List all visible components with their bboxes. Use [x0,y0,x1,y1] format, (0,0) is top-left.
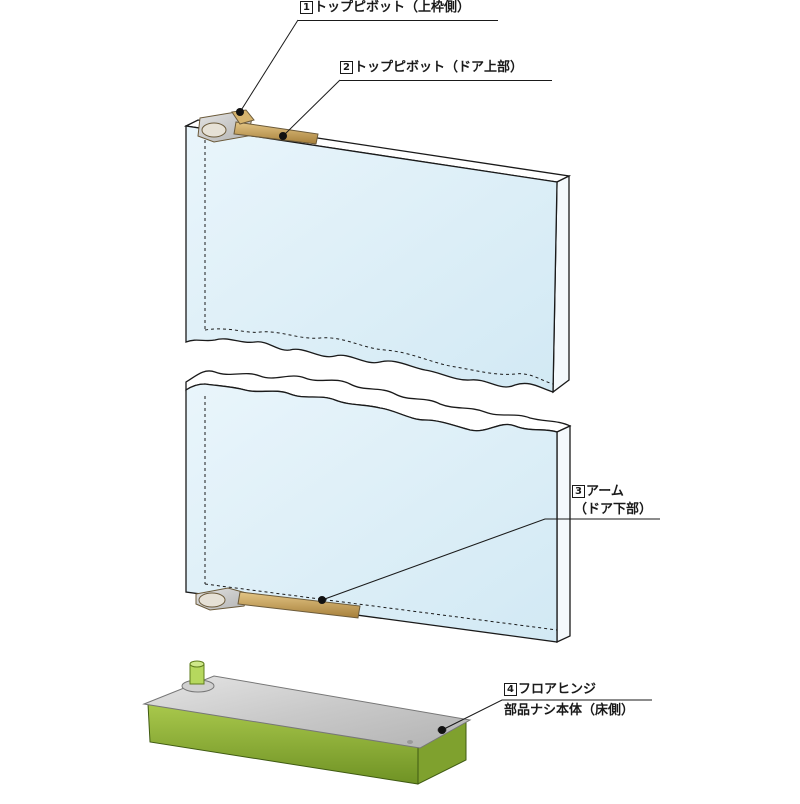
upper-glass-panel [183,119,572,394]
label-number-2: 2 [340,61,353,74]
label-arm-sub: （ドア下部） [574,502,653,517]
top-pivot-hardware [197,109,319,145]
callout-dot-1 [236,108,244,116]
upper-panel-front [185,125,558,393]
callout-dot-2 [279,132,287,140]
callout-dot-4 [438,726,446,734]
callout-line-2 [282,79,341,137]
label-underline-1 [298,20,498,21]
label-number-4: 4 [504,683,517,696]
label-text-3: アーム [586,484,624,499]
top-pivot-door-arm [233,121,319,145]
label-floor-hinge-sub: 部品ナシ本体（床側） [504,703,635,718]
floor-hinge-screw [407,740,413,744]
callout-line-4 [441,699,652,731]
floor-hinge-spindle-cap [189,660,205,668]
callouts [236,19,660,734]
upper-panel-hidden-break [204,328,554,385]
bottom-pivot-disc [198,592,226,608]
lower-glass-panel [185,370,572,644]
callout-dot-3 [318,596,326,604]
label-text-2: トップピボット（ドア上部） [354,60,524,75]
label-number-3: 3 [572,485,585,498]
label-number-1: 1 [300,1,313,14]
bottom-arm-hardware [195,587,361,619]
label-underline-2 [340,80,552,81]
lower-panel-hidden-bottom [204,583,558,631]
floor-hinge-body [142,660,472,785]
lower-panel-right-edge [556,424,571,644]
label-text-4: フロアヒンジ [518,682,597,697]
callout-line-1 [239,19,299,113]
lower-panel-front [185,383,558,643]
label-text-1: トップピボット（上枠側） [314,0,471,15]
callout-line-3 [321,518,660,601]
top-pivot-disc [201,122,227,138]
